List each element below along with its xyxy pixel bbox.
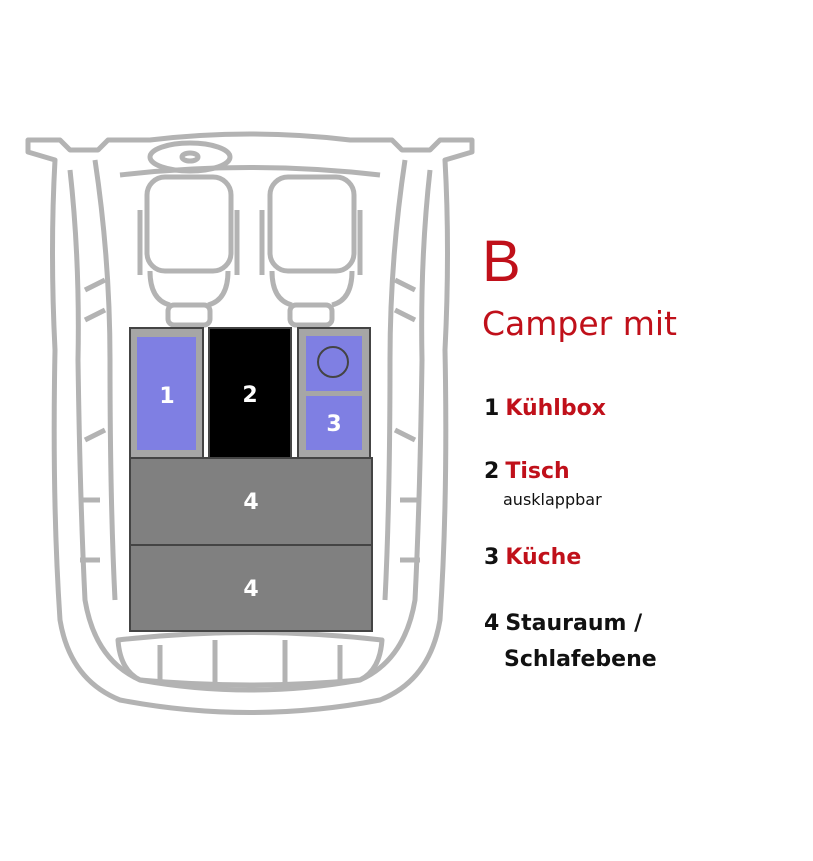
legend-number: 3 [484, 545, 500, 570]
zone-2-label: 2 [242, 383, 257, 408]
stove-burner-icon [317, 346, 349, 378]
zone-1-label: 1 [159, 384, 174, 409]
zone-4b-label: 4 [243, 577, 258, 602]
zone-3-kueche: 3 [297, 327, 371, 459]
zone-2-tisch: 2 [208, 327, 292, 459]
zone-4a-label: 4 [243, 490, 258, 515]
variant-letter: B [482, 229, 521, 294]
variant-title: Camper mit [482, 304, 677, 343]
legend-number: 1 [484, 396, 500, 421]
legend-label-cont: Schlafebene [504, 647, 657, 672]
zone-1-kuehlbox: 1 [129, 327, 204, 459]
legend-label: Küche [505, 545, 582, 570]
legend-number: 2 [484, 459, 500, 484]
zone-3-label: 3 [326, 412, 341, 437]
legend-label: Tisch [505, 459, 570, 484]
legend-note: ausklappbar [503, 490, 602, 509]
legend-label: Kühlbox [505, 396, 606, 421]
legend-number: 4 [484, 611, 500, 636]
legend-label: Stauraum / [505, 611, 643, 636]
zone-4-stauraum: 4 4 [129, 457, 373, 632]
car-outline [25, 131, 475, 715]
